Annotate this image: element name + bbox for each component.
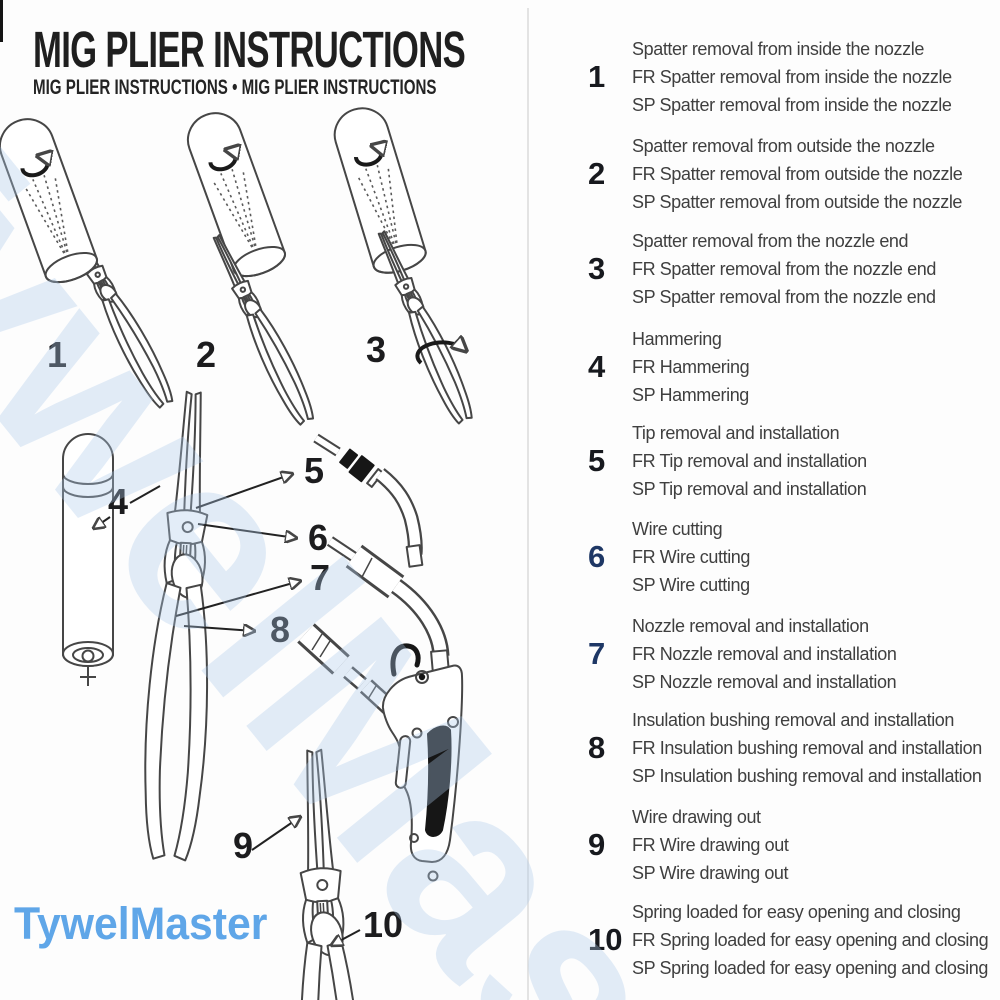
instruction-line-sp: SP Wire drawing out: [632, 863, 789, 883]
leader-arrow: [195, 474, 292, 509]
instruction-item-8: 8 Insulation bushing removal and install…: [588, 706, 984, 790]
instruction-line-fr: FR Hammering: [632, 357, 750, 377]
brand-logo: TywelMaster: [14, 898, 281, 950]
nozzle-drawing: [328, 102, 429, 278]
instruction-line-sp: SP Spatter removal from outside the nozz…: [632, 192, 963, 212]
figure-step-1: 1: [0, 112, 179, 411]
instruction-line-fr: FR Tip removal and installation: [632, 451, 867, 471]
instruction-item-10: 10 Spring loaded for easy opening and cl…: [588, 898, 989, 982]
figure-label-4: 4: [108, 481, 128, 522]
step-number: 10: [588, 922, 623, 957]
instruction-line-sp: SP Insulation bushing removal and instal…: [632, 766, 982, 786]
instruction-line-en: Hammering: [632, 329, 722, 349]
step-number: 2: [588, 156, 606, 191]
instruction-line-en: Spring loaded for easy opening and closi…: [632, 902, 961, 922]
instruction-line-sp: SP Spatter removal from inside the nozzl…: [632, 95, 952, 115]
step-number: 7: [588, 636, 606, 671]
figure-label-2: 2: [196, 334, 216, 375]
instruction-line-en: Wire drawing out: [632, 807, 761, 827]
instruction-line-sp: SP Nozzle removal and installation: [632, 672, 897, 692]
gooseneck-drawing: [326, 536, 450, 675]
leader-arrow: [251, 817, 300, 851]
step-number: 4: [588, 349, 606, 384]
figure-label-10: 10: [363, 904, 403, 945]
leader-arrow: [332, 929, 361, 945]
instruction-line-fr: FR Spring loaded for easy opening and cl…: [632, 930, 989, 950]
leader-arrow: [183, 626, 254, 631]
instruction-item-6: 6 Wire cutting FR Wire cutting SP Wire c…: [588, 515, 984, 599]
figure-label-6: 6: [308, 517, 328, 558]
instruction-item-9: 9 Wire drawing out FR Wire drawing out S…: [588, 803, 984, 887]
instruction-line-sp: SP Spatter removal from the nozzle end: [632, 287, 936, 307]
instruction-line-fr: FR Insulation bushing removal and instal…: [632, 738, 982, 758]
instruction-line-sp: SP Wire cutting: [632, 575, 750, 595]
page-subtitle: MIG PLIER INSTRUCTIONS • MIG PLIER INSTR…: [33, 76, 593, 100]
pliers-drawing: [138, 389, 225, 863]
leader-arrow: [94, 516, 111, 528]
figure-label-3: 3: [366, 329, 386, 370]
instruction-line-en: Wire cutting: [632, 519, 723, 539]
scan-edge-mark: [0, 0, 3, 42]
leader-line: [129, 485, 161, 504]
instruction-line-fr: FR Wire cutting: [632, 547, 751, 567]
page-title-text: MIG PLIER INSTRUCTIONS: [33, 21, 466, 78]
figure-step-3: 3: [328, 102, 478, 427]
column-divider: [527, 8, 529, 1000]
step-number: 9: [588, 827, 606, 862]
step-number: 8: [588, 730, 606, 765]
instruction-line-en: Spatter removal from outside the nozzle: [632, 136, 935, 156]
instruction-line-fr: FR Spatter removal from inside the nozzl…: [632, 67, 952, 87]
instruction-line-en: Spatter removal from the nozzle end: [632, 231, 909, 251]
pliers-drawing: [283, 747, 370, 1000]
diagram-canvas: 1 2 3: [0, 0, 478, 1000]
instruction-item-4: 4 Hammering FR Hammering SP Hammering: [588, 325, 984, 409]
instruction-line-en: Nozzle removal and installation: [632, 616, 869, 636]
nozzle-drawing: [181, 106, 289, 282]
nozzle-cylinder-drawing: [62, 433, 114, 686]
leader-arrow: [197, 523, 296, 538]
step-number: 6: [588, 539, 606, 574]
figure-label-5: 5: [304, 450, 324, 491]
instruction-item-3: 3 Spatter removal from the nozzle end FR…: [588, 227, 984, 311]
figure-label-1: 1: [47, 334, 67, 375]
instruction-line-fr: FR Wire drawing out: [632, 835, 789, 855]
figure-spring-pliers: 9 10: [233, 747, 403, 1000]
instruction-item-2: 2 Spatter removal from outside the nozzl…: [588, 132, 984, 216]
leader-arrow: [175, 581, 300, 617]
page-subtitle-text: MIG PLIER INSTRUCTIONS • MIG PLIER INSTR…: [33, 76, 437, 99]
instruction-item-5: 5 Tip removal and installation FR Tip re…: [588, 419, 984, 503]
step-number: 1: [588, 59, 606, 94]
instruction-line-sp: SP Hammering: [632, 385, 749, 405]
figure-step-2: 2: [181, 106, 319, 428]
torch-neck-drawing: [313, 433, 424, 568]
step-number: 5: [588, 443, 606, 478]
twist-arrow-icon: [415, 342, 464, 365]
instruction-line-en: Spatter removal from inside the nozzle: [632, 39, 924, 59]
step-number: 3: [588, 251, 606, 286]
mig-gun-drawing: [381, 643, 464, 882]
figure-label-7: 7: [310, 557, 330, 598]
instruction-line-fr: FR Spatter removal from the nozzle end: [632, 259, 936, 279]
figure-label-9: 9: [233, 825, 253, 866]
insulation-bushing-drawing: [297, 623, 397, 715]
instruction-line-sp: SP Spring loaded for easy opening and cl…: [632, 958, 988, 978]
page-title: MIG PLIER INSTRUCTIONS: [33, 20, 668, 79]
nozzle-drawing: [0, 112, 101, 288]
instruction-line-en: Insulation bushing removal and installat…: [632, 710, 955, 730]
instruction-item-7: 7 Nozzle removal and installation FR Noz…: [588, 612, 984, 696]
instruction-line-fr: FR Spatter removal from outside the nozz…: [632, 164, 963, 184]
figure-label-8: 8: [270, 609, 290, 650]
figure-exploded-view: 4 5 6 7 8: [62, 389, 464, 882]
brand-logo-text: TywelMaster: [14, 898, 268, 949]
instruction-item-1: 1 Spatter removal from inside the nozzle…: [588, 35, 984, 119]
instruction-line-fr: FR Nozzle removal and installation: [632, 644, 897, 664]
instruction-line-en: Tip removal and installation: [632, 423, 840, 443]
instruction-line-sp: SP Tip removal and installation: [632, 479, 867, 499]
